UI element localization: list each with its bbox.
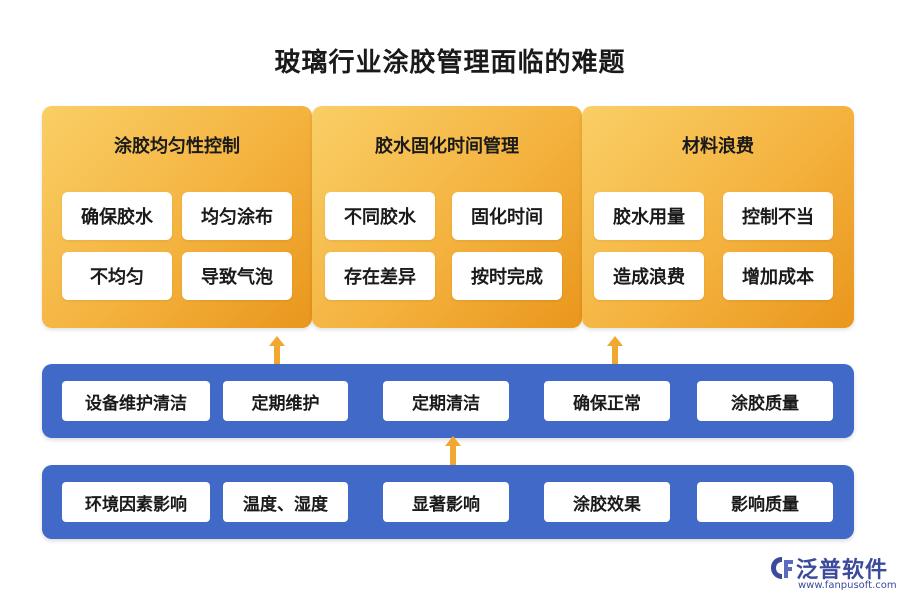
panel-item: 造成浪费 — [594, 252, 704, 300]
band-item: 确保正常 — [544, 381, 670, 421]
panel-title: 胶水固化时间管理 — [375, 136, 519, 157]
panel-glue-uniformity: 涂胶均匀性控制 确保胶水 均匀涂布 不均匀 导致气泡 — [42, 106, 312, 328]
brand-logo: 泛普软件 www.fanpusoft.com — [768, 550, 897, 594]
logo-name: 泛普软件 — [796, 558, 889, 583]
panel-item: 固化时间 — [452, 192, 562, 240]
panel-item: 存在差异 — [325, 252, 435, 300]
panel-item: 胶水用量 — [594, 192, 704, 240]
panel-title: 材料浪费 — [682, 136, 754, 157]
band-item: 涂胶质量 — [697, 381, 833, 421]
panel-item: 确保胶水 — [62, 192, 172, 240]
band-equipment-maintenance: 设备维护清洁 定期维护 定期清洁 确保正常 涂胶质量 — [42, 364, 854, 438]
panel-item: 导致气泡 — [182, 252, 292, 300]
panel-item: 不均匀 — [62, 252, 172, 300]
band-environment: 环境因素影响 温度、湿度 显著影响 涂胶效果 影响质量 — [42, 465, 854, 539]
band-item: 影响质量 — [697, 482, 833, 522]
band-item: 涂胶效果 — [544, 482, 670, 522]
panel-item: 控制不当 — [723, 192, 833, 240]
band-item: 显著影响 — [383, 482, 509, 522]
logo-url: www.fanpusoft.com — [798, 580, 897, 591]
page-title: 玻璃行业涂胶管理面临的难题 — [274, 48, 626, 78]
band-item: 设备维护清洁 — [62, 381, 210, 421]
panel-curing-time: 胶水固化时间管理 不同胶水 固化时间 存在差异 按时完成 — [312, 106, 582, 328]
panel-item: 均匀涂布 — [182, 192, 292, 240]
fanpu-logo-icon — [771, 557, 793, 579]
band-item: 温度、湿度 — [223, 482, 348, 522]
panel-item: 不同胶水 — [325, 192, 435, 240]
band-item: 定期清洁 — [383, 381, 509, 421]
panel-title: 涂胶均匀性控制 — [114, 136, 240, 157]
band-item: 定期维护 — [223, 381, 348, 421]
panel-item: 增加成本 — [723, 252, 833, 300]
band-item: 环境因素影响 — [62, 482, 210, 522]
panel-material-waste: 材料浪费 胶水用量 控制不当 造成浪费 增加成本 — [582, 106, 854, 328]
panel-item: 按时完成 — [452, 252, 562, 300]
